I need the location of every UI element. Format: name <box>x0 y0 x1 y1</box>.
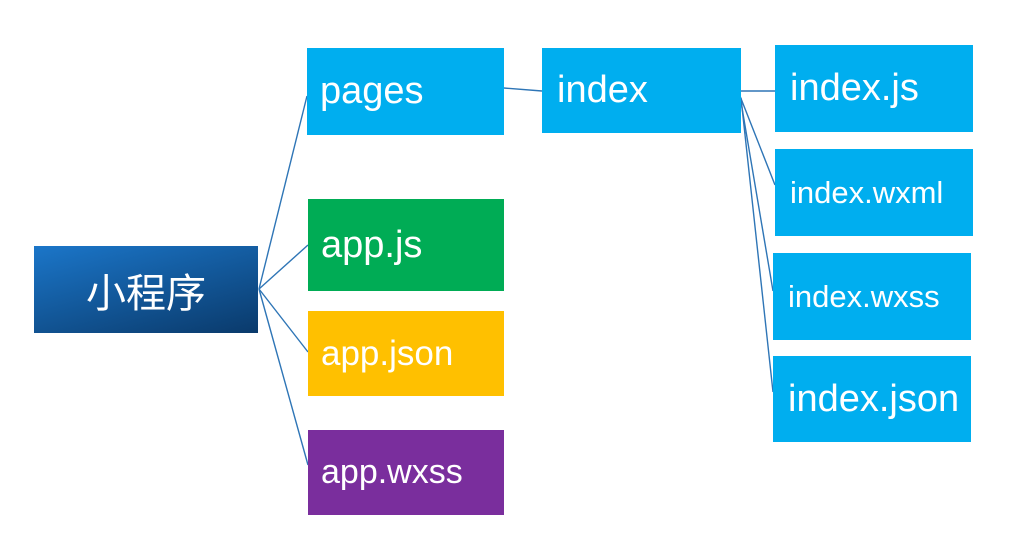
node-index-wxml: index.wxml <box>775 149 973 236</box>
node-app-json-label: app.json <box>321 333 454 373</box>
node-index-wxss: index.wxss <box>773 253 971 340</box>
connector-root-pages <box>258 95 308 290</box>
node-index-json-label: index.json <box>788 377 960 420</box>
connector-root-appwxss <box>258 288 309 466</box>
node-app-js: app.js <box>308 199 504 291</box>
connector-index-indexjson <box>740 97 774 393</box>
connector-index-indexwxss <box>739 95 774 292</box>
node-pages: pages <box>307 48 504 135</box>
connector-root-appjs <box>258 244 309 290</box>
node-index-json: index.json <box>773 356 971 442</box>
node-index-js-label: index.js <box>790 67 919 109</box>
node-app-wxss: app.wxss <box>308 430 504 515</box>
node-index-label: index <box>557 69 648 111</box>
connector-index-indexwxml <box>739 95 776 186</box>
connector-root-appjson <box>258 288 309 353</box>
connector-pages-index <box>503 87 543 92</box>
node-app-wxss-label: app.wxss <box>321 453 463 491</box>
node-index-wxml-label: index.wxml <box>790 174 944 210</box>
node-index-wxss-label: index.wxss <box>788 278 940 314</box>
node-index-js: index.js <box>775 45 973 132</box>
node-app-json: app.json <box>308 311 504 396</box>
node-xiaochengxu: 小程序 <box>34 246 258 333</box>
node-index: index <box>542 48 741 133</box>
node-pages-label: pages <box>320 70 424 112</box>
node-xiaochengxu-label: 小程序 <box>86 271 206 316</box>
node-app-js-label: app.js <box>321 223 423 266</box>
